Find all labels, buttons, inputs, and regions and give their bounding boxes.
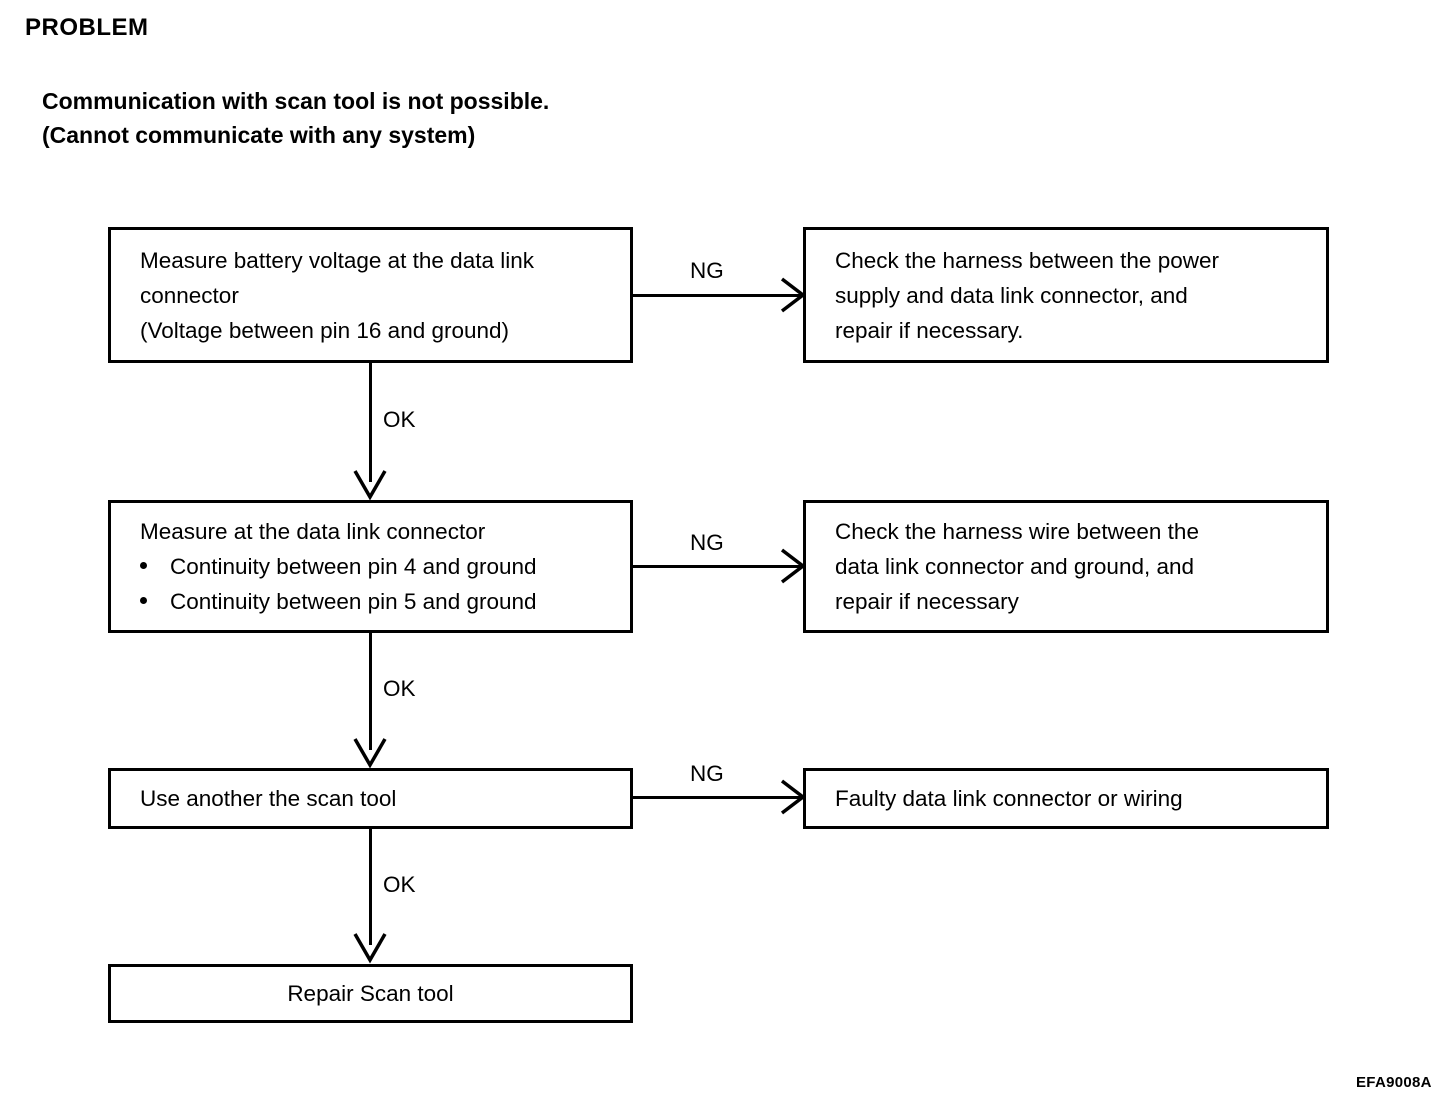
node-text-line: Check the harness wire between the: [835, 519, 1199, 544]
connector-line-ng-2: [633, 565, 801, 568]
edge-label-ok-1: OK: [383, 407, 416, 432]
problem-statement-line-2: (Cannot communicate with any system): [42, 122, 476, 148]
flow-node-faulty-connector: Faulty data link connector or wiring: [803, 768, 1329, 829]
page-title: PROBLEM: [25, 14, 149, 41]
edge-label-ng-2: NG: [690, 530, 724, 555]
flow-node-check-power: Check the harness between the power supp…: [803, 227, 1329, 363]
arrowhead-ok-2: [353, 738, 387, 769]
figure-reference-code: EFA9008A: [1356, 1074, 1432, 1091]
connector-line-ng-1: [633, 294, 801, 297]
node-text-line: repair if necessary: [835, 589, 1019, 614]
flow-node-check-ground: Check the harness wire between the data …: [803, 500, 1329, 633]
arrowhead-ng-3: [780, 779, 806, 815]
flow-node-measure-datalink: Measure at the data link connector Conti…: [108, 500, 633, 633]
arrowhead-ng-1: [780, 277, 806, 313]
connector-line-ok-3: [369, 829, 372, 945]
connector-line-ok-1: [369, 363, 372, 482]
node-text-line: repair if necessary.: [835, 317, 1024, 343]
node-heading: Measure at the data link connector: [140, 519, 486, 544]
edge-label-ok-3: OK: [383, 872, 416, 897]
flow-node-another-scan: Use another the scan tool: [108, 768, 633, 829]
problem-statement-line-1: Communication with scan tool is not poss…: [42, 88, 550, 114]
node-text-line: connector: [140, 282, 239, 308]
node-text-line: Use another the scan tool: [140, 786, 397, 811]
node-text-line: Measure battery voltage at the data link: [140, 247, 534, 273]
bullet-dot-icon: [140, 597, 147, 604]
arrowhead-ok-1: [353, 470, 387, 501]
edge-label-ok-2: OK: [383, 676, 416, 701]
node-text-line: data link connector and ground, and: [835, 554, 1195, 579]
node-bullet-text: Continuity between pin 4 and ground: [170, 554, 537, 579]
node-bullet-item: Continuity between pin 5 and ground: [111, 584, 630, 619]
node-text-line: Check the harness between the power: [835, 247, 1219, 273]
node-bullet-text: Continuity between pin 5 and ground: [170, 589, 537, 614]
flow-node-repair-scan: Repair Scan tool: [108, 964, 633, 1023]
flow-node-measure-battery: Measure battery voltage at the data link…: [108, 227, 633, 363]
arrowhead-ng-2: [780, 548, 806, 584]
node-text-line: Faulty data link connector or wiring: [835, 786, 1183, 811]
node-bullet-item: Continuity between pin 4 and ground: [111, 549, 630, 584]
arrowhead-ok-3: [353, 933, 387, 964]
node-text-line: (Voltage between pin 16 and ground): [140, 317, 510, 343]
bullet-dot-icon: [140, 562, 147, 569]
node-text-line: supply and data link connector, and: [835, 282, 1188, 308]
problem-statement: Communication with scan tool is not poss…: [42, 84, 549, 152]
connector-line-ok-2: [369, 633, 372, 750]
node-text-line: Repair Scan tool: [287, 981, 454, 1006]
edge-label-ng-3: NG: [690, 761, 724, 786]
edge-label-ng-1: NG: [690, 258, 724, 283]
connector-line-ng-3: [633, 796, 801, 799]
